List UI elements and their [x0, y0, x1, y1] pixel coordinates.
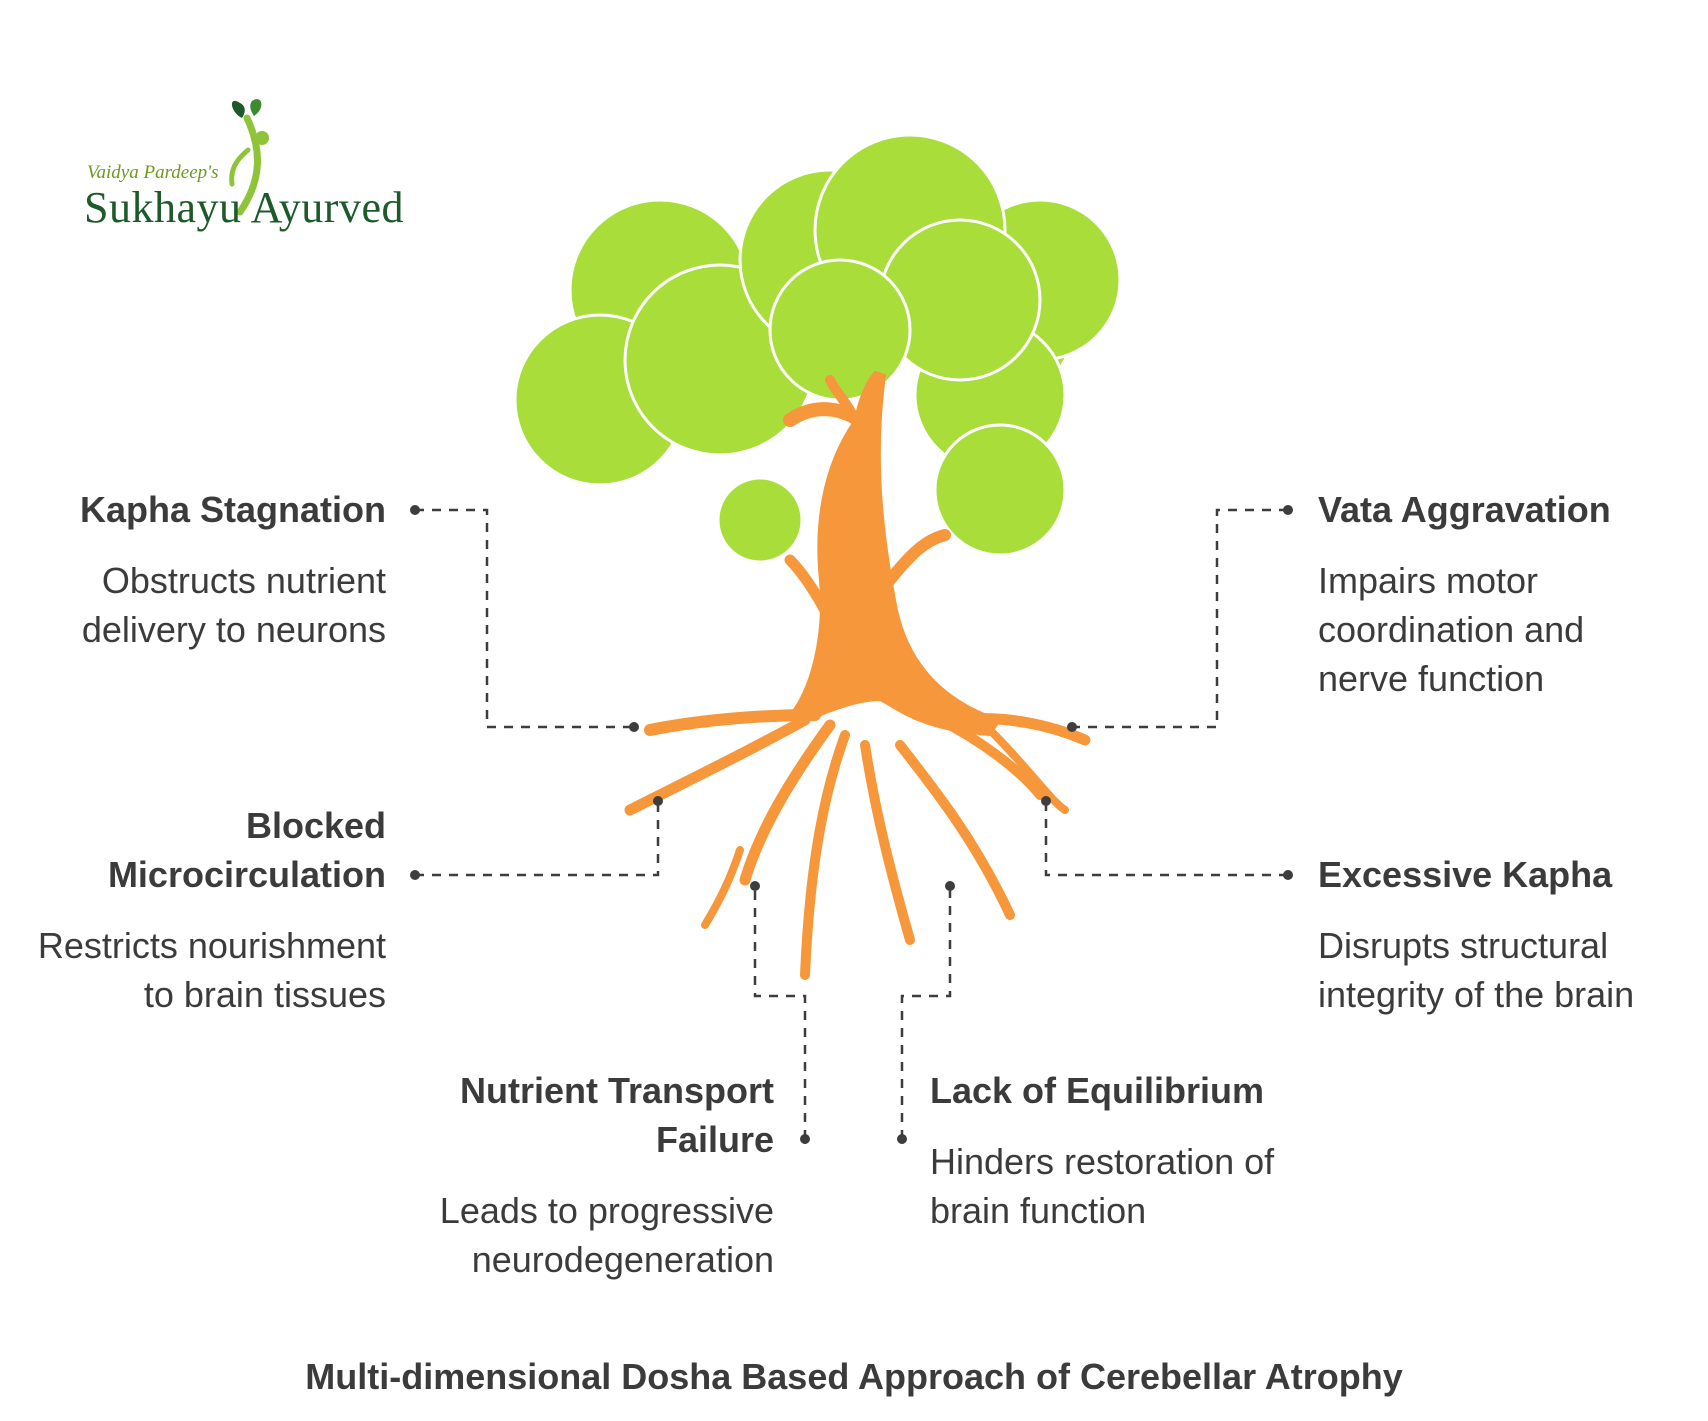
- item-heading: Nutrient Transport Failure: [459, 1070, 774, 1160]
- logo-leaf-icon: [229, 99, 269, 216]
- item-heading: Excessive Kapha: [1318, 854, 1613, 895]
- item-nutrient-transport-failure: Nutrient Transport Failure Leads to prog…: [414, 1066, 774, 1284]
- item-description: Impairs motor coordination and nerve fun…: [1318, 560, 1585, 699]
- connector-dots: [410, 505, 1293, 1144]
- logo-name: Sukhayu Ayurved: [84, 183, 404, 232]
- connector-vata-aggravation: [1072, 508, 1288, 729]
- connector-kapha-stagnation: [415, 508, 634, 729]
- item-description: Restricts nourishment to brain tissues: [37, 925, 386, 1015]
- connector-nutrient-transport: [753, 886, 807, 1139]
- item-description: Disrupts structural integrity of the bra…: [1318, 925, 1635, 1015]
- item-heading: Kapha Stagnation: [79, 489, 386, 530]
- tree-trunk: [624, 371, 1091, 980]
- item-heading: Blocked Microcirculation: [107, 805, 386, 895]
- item-excessive-kapha: Excessive Kapha Disrupts structural inte…: [1318, 850, 1678, 1019]
- connector-excessive-kapha: [1044, 801, 1288, 877]
- item-kapha-stagnation: Kapha Stagnation Obstructs nutrient deli…: [26, 485, 386, 654]
- connector-lack-of-equilibrium: [900, 886, 952, 1139]
- connector-blocked-microcirculation: [415, 801, 660, 877]
- item-lack-of-equilibrium: Lack of Equilibrium Hinders restoration …: [930, 1066, 1290, 1235]
- item-blocked-microcirculation: Blocked Microcirculation Restricts nouri…: [26, 801, 386, 1019]
- item-heading: Vata Aggravation: [1318, 489, 1611, 530]
- item-heading: Lack of Equilibrium: [930, 1070, 1265, 1111]
- item-description: Hinders restoration of brain function: [930, 1141, 1275, 1231]
- item-description: Obstructs nutrient delivery to neurons: [81, 560, 386, 650]
- item-vata-aggravation: Vata Aggravation Impairs motor coordinat…: [1318, 485, 1678, 703]
- tree-foliage: [513, 133, 1122, 564]
- connector-lines: [415, 508, 1288, 1139]
- diagram-title: Multi-dimensional Dosha Based Approach o…: [305, 1356, 1403, 1397]
- item-description: Leads to progressive neurodegeneration: [439, 1190, 774, 1280]
- logo-subtitle: Vaidya Pardeep's: [87, 162, 219, 183]
